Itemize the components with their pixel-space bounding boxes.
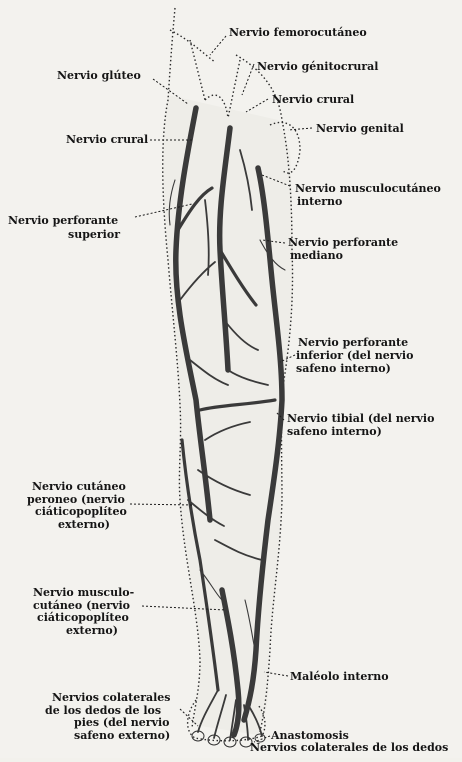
label-musculo-cutaneo-3: ciáticopoplíteo [37,611,129,624]
label-crural-top: Nervio crural [272,93,354,106]
label-genitocrural: Nervio génitocrural [257,60,378,73]
label-cutaneo-peroneo-3: ciáticopoplíteo [35,505,127,518]
label-cutaneo-peroneo-4: externo) [58,518,110,531]
leader-genital [288,128,312,130]
label-colaterales-pies-1: Nervios colaterales [52,691,171,704]
label-colaterales-pies-3: pies (del nervio [74,716,170,729]
label-perforante-inferior-3: safeno interno) [296,362,391,375]
label-perforante-mediano-2: mediano [290,249,343,262]
label-maleolo: Maléolo interno [290,670,389,683]
label-musculocutaneo-2: interno [297,195,342,208]
label-tibial-1: Nervio tibial (del nervio [287,412,434,425]
label-musculocutaneo-1: Nervio musculocutáneo [295,182,441,195]
label-perforante-superior-2: superior [68,228,120,241]
label-femorocutaneo: Nervio femorocutáneo [229,26,367,39]
leader-crural-top [246,99,268,112]
label-perforante-mediano-1: Nervio perforante [288,236,398,249]
leader-femorocutaneo [210,36,226,55]
label-gluteo: Nervio glúteo [57,69,141,82]
leader-genitocrural [242,64,254,95]
label-perforante-superior-1: Nervio perforante [8,214,118,227]
label-colaterales-pies-4: safeno externo) [74,729,170,742]
label-crural-left: Nervio crural [66,133,148,146]
label-colaterales-dedos: Nervios colaterales de los dedos [250,741,448,754]
label-tibial-2: safeno interno) [287,425,382,438]
label-genital: Nervio genital [316,122,404,135]
label-perforante-inferior-2: inferior (del nervio [296,349,413,362]
label-musculo-cutaneo-1: Nervio musculo- [33,586,134,599]
label-perforante-inferior-1: Nervio perforante [298,336,408,349]
label-musculo-cutaneo-4: externo) [66,624,118,637]
label-cutaneo-peroneo-1: Nervio cutáneo [32,480,126,493]
